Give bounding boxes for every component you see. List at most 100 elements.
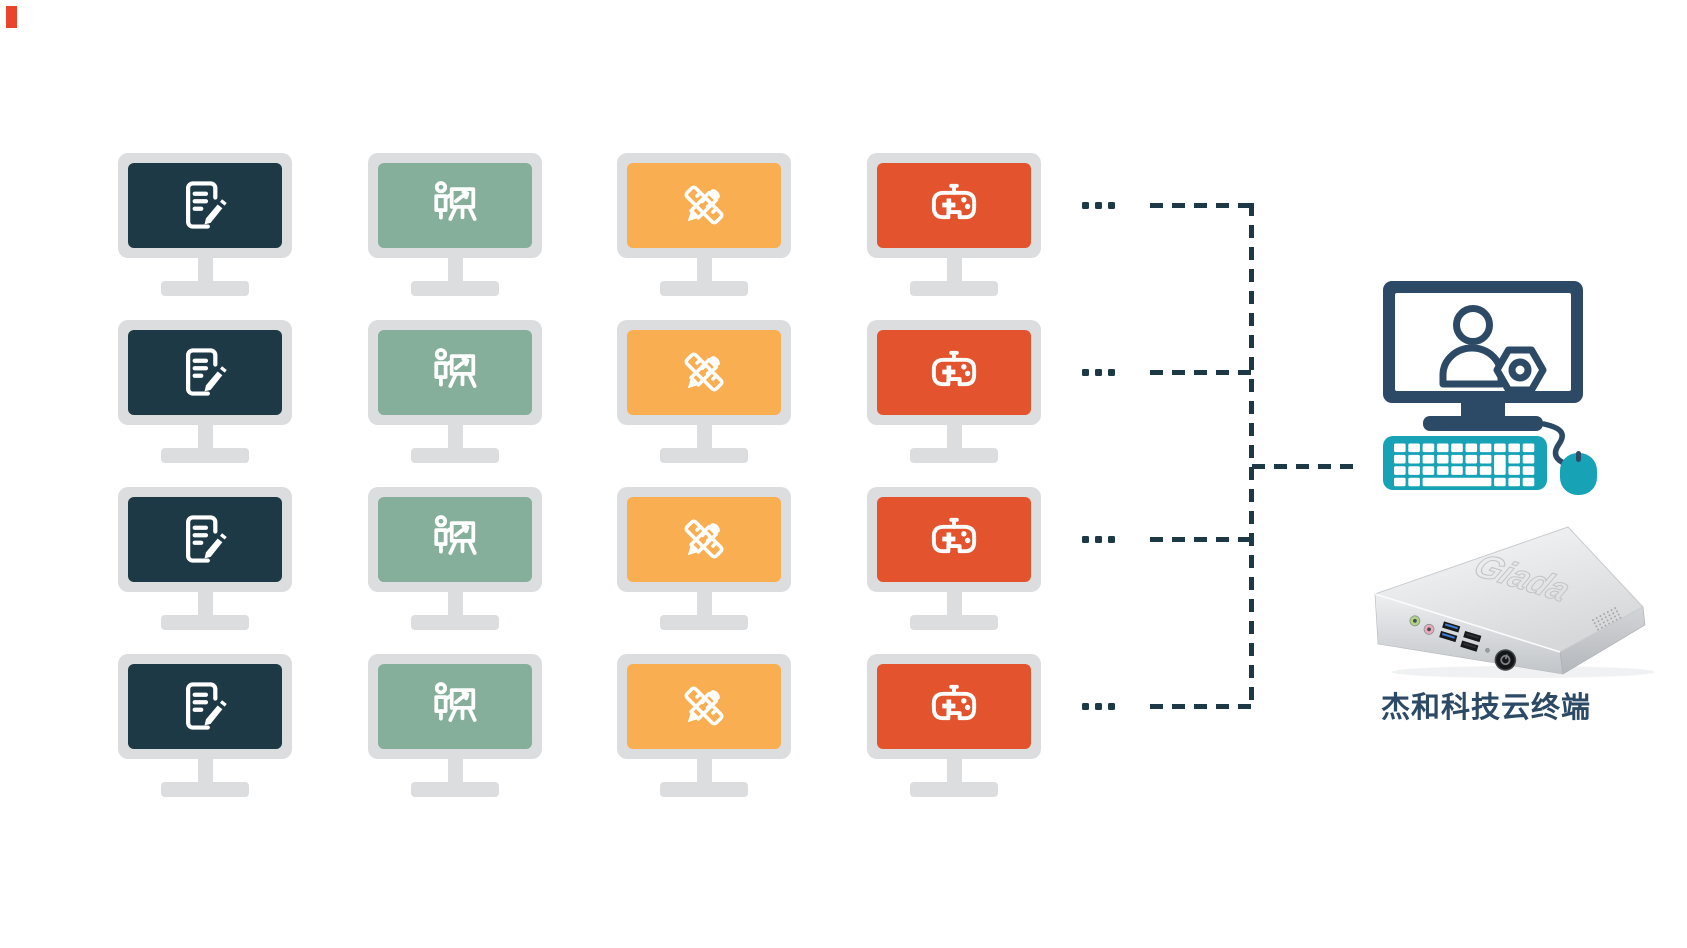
connector-host-branch xyxy=(1252,463,1353,469)
host-workstation xyxy=(1370,268,1615,508)
monitor-screen xyxy=(128,496,282,582)
monitor-stand-base xyxy=(411,280,499,296)
document-edit-icon xyxy=(186,348,227,396)
monitor-frame xyxy=(368,152,542,258)
presentation-chart-icon xyxy=(434,348,477,388)
ellipsis-dot xyxy=(1082,368,1089,376)
host-monitor-base xyxy=(1423,416,1543,431)
client-monitor-gaming-row2 xyxy=(867,319,1041,463)
audio-jack-hole xyxy=(1412,618,1417,623)
monitor-screen xyxy=(128,162,282,248)
client-monitor-gaming-row1 xyxy=(867,152,1041,296)
monitor-stand-neck xyxy=(946,590,962,615)
client-monitor-gaming-row3 xyxy=(867,486,1041,630)
ellipsis-dot xyxy=(1082,535,1089,543)
connector-trunk xyxy=(1249,202,1254,709)
row-ellipsis-1 xyxy=(1082,201,1115,209)
monitor-screen xyxy=(627,329,781,415)
monitor-stand-neck xyxy=(696,590,712,615)
ellipsis-dot xyxy=(1108,535,1115,543)
monitor-stand-neck xyxy=(447,757,463,782)
monitor-frame xyxy=(867,152,1041,258)
mouse-scroll-notch xyxy=(1576,451,1581,462)
monitor-stand-base xyxy=(660,280,748,296)
corner-artifact xyxy=(6,6,17,28)
monitor-frame xyxy=(867,653,1041,759)
monitor-screen xyxy=(877,496,1031,582)
monitor-stand-neck xyxy=(946,256,962,281)
monitor-stand-base xyxy=(660,614,748,630)
monitor-screen xyxy=(627,162,781,248)
monitor-frame xyxy=(118,486,292,592)
gamepad-icon xyxy=(931,517,977,554)
client-monitor-presentation-row4 xyxy=(368,653,542,797)
vent-grille xyxy=(1592,607,1622,631)
keyboard-keys xyxy=(1394,443,1535,487)
ellipsis-dot xyxy=(1108,702,1115,710)
monitor-frame xyxy=(368,486,542,592)
usb2-ports xyxy=(1460,630,1482,652)
monitor-screen xyxy=(378,162,532,248)
client-monitor-presentation-row1 xyxy=(368,152,542,296)
monitor-stand-neck xyxy=(696,423,712,448)
client-monitor-design-row3 xyxy=(617,486,791,630)
gamepad-icon xyxy=(931,350,977,387)
monitor-frame xyxy=(617,486,791,592)
connector-branch-row-2 xyxy=(1150,369,1253,375)
presentation-chart-icon xyxy=(434,682,477,722)
monitor-frame xyxy=(368,653,542,759)
row-ellipsis-3 xyxy=(1082,535,1115,543)
gamepad-icon xyxy=(931,684,977,721)
monitor-screen xyxy=(128,663,282,749)
monitor-screen xyxy=(627,496,781,582)
monitor-stand-neck xyxy=(197,423,213,448)
ruler-pencil-icon xyxy=(684,519,724,559)
mic-jack-hole xyxy=(1427,627,1431,632)
gamepad-icon xyxy=(931,183,977,220)
monitor-frame xyxy=(617,152,791,258)
monitor-stand-neck xyxy=(447,590,463,615)
monitor-frame xyxy=(867,486,1041,592)
monitor-stand-base xyxy=(660,447,748,463)
mini-pc-illustration: Giada xyxy=(1374,526,1655,678)
ruler-pencil-icon xyxy=(684,352,724,392)
connector-branch-row-4 xyxy=(1150,703,1253,709)
device-shadow xyxy=(1391,666,1655,678)
monitor-stand-neck xyxy=(447,256,463,281)
monitor-stand-neck xyxy=(696,757,712,782)
ellipsis-dot xyxy=(1082,201,1089,209)
device-front-edge-highlight xyxy=(1374,593,1561,653)
ruler-pencil-icon xyxy=(684,185,724,225)
monitor-screen xyxy=(378,663,532,749)
monitor-stand-neck xyxy=(946,423,962,448)
monitor-screen xyxy=(378,329,532,415)
client-monitor-design-row1 xyxy=(617,152,791,296)
row-ellipsis-4 xyxy=(1082,702,1115,710)
ruler-pencil-icon xyxy=(684,686,724,726)
monitor-frame xyxy=(118,319,292,425)
monitor-stand-neck xyxy=(447,423,463,448)
monitor-stand-base xyxy=(161,280,249,296)
monitor-stand-neck xyxy=(197,256,213,281)
ellipsis-dot xyxy=(1095,535,1102,543)
monitor-stand-base xyxy=(910,781,998,797)
terminal-label: 杰和科技云终端 xyxy=(1380,692,1591,724)
ellipsis-dot xyxy=(1095,201,1102,209)
ellipsis-dot xyxy=(1082,702,1089,710)
client-monitor-documents-row2 xyxy=(118,319,292,463)
connector-branch-row-1 xyxy=(1150,202,1253,208)
document-edit-icon xyxy=(186,181,227,229)
presentation-chart-icon xyxy=(434,181,477,221)
monitor-stand-neck xyxy=(197,757,213,782)
monitor-screen xyxy=(128,329,282,415)
monitor-screen xyxy=(378,496,532,582)
cloud-terminal-device: Giada xyxy=(1368,500,1668,683)
client-monitor-design-row4 xyxy=(617,653,791,797)
client-monitor-gaming-row4 xyxy=(867,653,1041,797)
monitor-frame xyxy=(368,319,542,425)
monitor-frame xyxy=(118,653,292,759)
device-front-ports xyxy=(1409,615,1517,671)
client-monitor-documents-row4 xyxy=(118,653,292,797)
power-button xyxy=(1494,649,1517,671)
admin-workstation-illustration xyxy=(1383,281,1597,495)
